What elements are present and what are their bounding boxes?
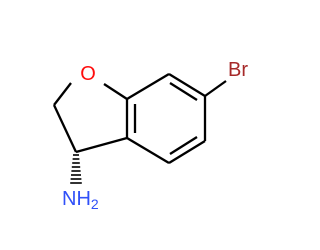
molecule-structure: O Br NH2 xyxy=(52,59,248,212)
bond-o-c2 xyxy=(53,82,72,106)
bonds xyxy=(52,73,227,164)
oxygen-atom-label: O xyxy=(80,63,96,85)
double-bond-c7-c6-inner xyxy=(169,82,198,101)
bond-c6-br xyxy=(204,80,227,97)
amine-subscript: 2 xyxy=(91,196,99,212)
bond-c3-c3a xyxy=(75,136,128,154)
bond-c7a-o xyxy=(103,83,128,100)
bromine-atom-label: Br xyxy=(228,59,248,81)
double-bond-c5-c4-inner xyxy=(169,136,198,155)
bond-c4-c3a xyxy=(126,137,170,164)
amine-atom-text: NH xyxy=(62,188,91,210)
bond-c2-c3 xyxy=(52,104,78,153)
hashed-wedge-bond-c3-n xyxy=(70,154,82,184)
structure-canvas: O Br NH2 xyxy=(52,59,249,212)
bond-c5-c4 xyxy=(168,140,206,164)
bond-c7-c6 xyxy=(168,73,206,97)
bond-c7a-c7 xyxy=(126,73,170,100)
amine-atom-label: NH2 xyxy=(62,188,99,212)
